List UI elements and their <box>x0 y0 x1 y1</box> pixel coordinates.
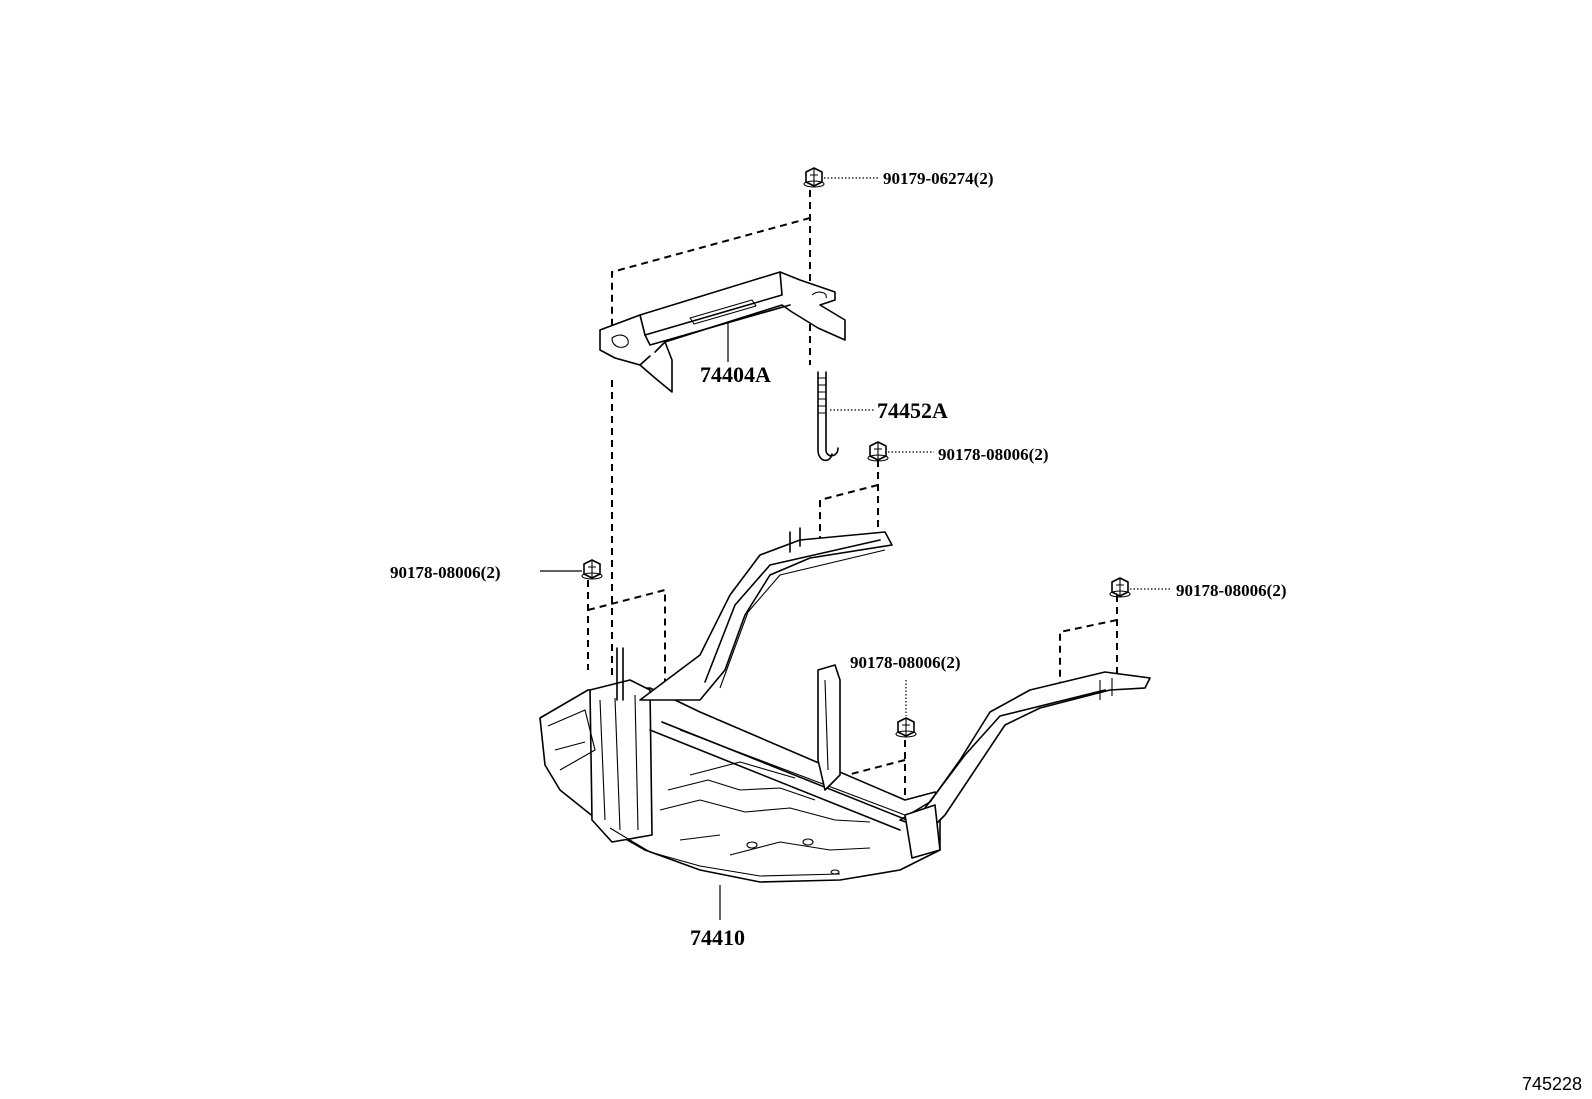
label-nut-left: 90178-08006(2) <box>390 563 500 582</box>
nut-top-icon <box>803 167 825 188</box>
diagram-ref-number: 745228 <box>1522 1074 1582 1094</box>
nut-far-right-icon <box>1109 577 1131 598</box>
leader-lines <box>540 177 1172 920</box>
nut-left-icon <box>581 559 603 580</box>
label-nut-top: 90179-06274(2) <box>883 169 993 188</box>
label-nut-center: 90178-08006(2) <box>850 653 960 672</box>
tray-74410-drawing <box>539 527 1151 883</box>
hook-bolt-74452a-drawing <box>817 371 839 462</box>
label-bracket: 74404A <box>700 362 771 387</box>
label-nut-mid-right: 90178-08006(2) <box>938 445 1048 464</box>
label-nut-far-right: 90178-08006(2) <box>1176 581 1286 600</box>
label-hook-bolt: 74452A <box>877 398 948 423</box>
nut-mid-right-icon <box>867 441 889 462</box>
bracket-74404a-drawing <box>599 271 846 393</box>
nut-center-icon <box>895 717 917 738</box>
label-tray: 74410 <box>690 925 745 950</box>
